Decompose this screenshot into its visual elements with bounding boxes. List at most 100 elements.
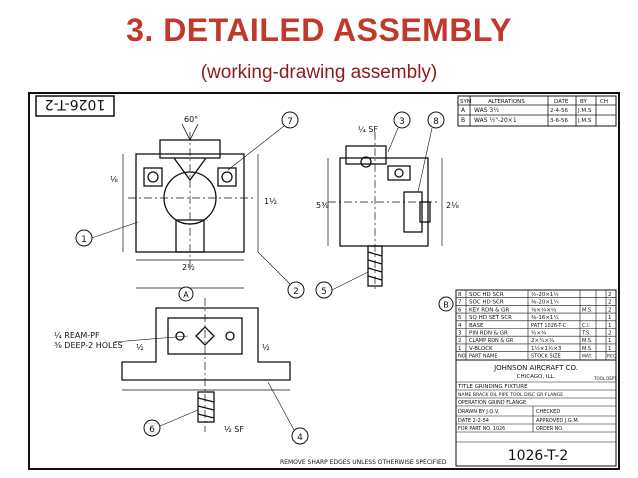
rev-header-ch: CH	[600, 99, 608, 105]
assembly-drawing: 1026-T-2 SYM ALTERATIONS DATE BY CH A WA…	[28, 92, 620, 470]
slide-title: 3. DETAILED ASSEMBLY	[126, 12, 512, 48]
balloon-b: B	[438, 296, 454, 312]
balloon-5: 5	[315, 271, 369, 299]
balloon-7: 7	[227, 111, 299, 171]
rev-row-b-date: 3-6-56	[550, 118, 568, 124]
dim-side-height: 5⅜	[316, 201, 329, 210]
front-view	[122, 123, 259, 289]
part-1-req: 1	[608, 346, 612, 352]
part-8-req: 2	[608, 292, 612, 298]
part-6-req: 2	[608, 307, 612, 313]
part-7-no: 7	[458, 300, 462, 306]
part-3-stock: ½×¾	[531, 330, 547, 337]
dim-side-sf: ¼ SF	[358, 125, 378, 134]
dim-side-right: 2⅛	[446, 201, 459, 210]
balloon-7-text: 7	[287, 117, 293, 127]
title-dept: TOOL DEPT.	[593, 376, 618, 381]
balloon-4: 4	[267, 381, 309, 445]
parts-header-name: PART NAME	[469, 354, 498, 360]
balloon-8-text: 8	[433, 117, 439, 127]
side-view	[327, 132, 443, 292]
part-4-name: BASE	[469, 323, 484, 329]
part-8-stock: ½-20×1½	[531, 291, 559, 298]
part-2-mat: M.S.	[582, 338, 593, 344]
part-7-req: 2	[608, 300, 612, 306]
title-operation: OPERATION GRIND FLANGE	[458, 400, 526, 406]
part-4-stock: PATT 1026-T-C	[531, 323, 567, 329]
rev-header-by: BY	[580, 99, 587, 105]
corner-number: 1026-T-2	[35, 95, 115, 117]
note-remove-sharp-edges: REMOVE SHARP EDGES UNLESS OTHERWISE SPEC…	[280, 459, 447, 466]
parts-header-stock: STOCK SIZE	[531, 354, 561, 360]
title-date: DATE 2-2-54	[458, 418, 489, 424]
part-5-stock: ⅜-16×1¼	[531, 315, 559, 321]
parts-list: 8 SOC HD SCR ½-20×1½ 2 7 SOC HD SCR ⅜-20…	[455, 289, 617, 361]
rev-row-a-by: J.M.S	[577, 108, 592, 114]
balloon-3-text: 3	[399, 117, 405, 127]
rev-row-b-by: J.M.S	[577, 118, 592, 124]
note-deep: ⅜ DEEP-2 HOLES	[54, 341, 123, 350]
part-5-req: 1	[608, 315, 612, 321]
title-drawing-no: 1026-T-2	[508, 448, 569, 464]
revisions-table: SYM ALTERATIONS DATE BY CH A WAS 3½ 2-4-…	[457, 95, 617, 127]
rev-header-alterations: ALTERATIONS	[488, 99, 525, 105]
part-1-no: 1	[458, 346, 462, 352]
part-4-req: 1	[608, 323, 612, 329]
part-2-stock: 2×¼×¾	[531, 338, 555, 344]
balloon-2: 2	[257, 251, 305, 299]
part-2-no: 2	[458, 338, 462, 344]
drawing-canvas: 1026-T-2 SYM ALTERATIONS DATE BY CH A WA…	[28, 92, 620, 470]
part-8-no: 8	[458, 292, 462, 298]
parts-header-no: NO.	[458, 354, 467, 360]
rev-row-b-text: WAS ½"-20×1	[474, 117, 517, 124]
part-4-mat: C.I.	[582, 323, 591, 329]
dim-top-right: ½	[262, 343, 270, 352]
balloon-1-text: 1	[81, 235, 87, 245]
part-8-name: SOC HD SCR	[469, 292, 504, 298]
rev-row-b-sym: B	[461, 117, 465, 124]
title-order-no: ORDER NO.	[536, 426, 563, 432]
dim-front-left: ⅛	[110, 175, 118, 184]
title-drawn-by: DRAWN BY J.Q.V.	[458, 409, 500, 415]
title-block: JOHNSON AIRCRAFT CO. CHICAGO, ILL. TOOL …	[455, 359, 618, 467]
part-4-no: 4	[458, 323, 462, 329]
balloon-5-text: 5	[321, 287, 327, 297]
dim-top-left: ½	[136, 343, 144, 352]
part-1-mat: M.S.	[582, 346, 593, 352]
title-company: JOHNSON AIRCRAFT CO.	[493, 364, 578, 372]
balloon-6-text: 6	[149, 425, 155, 435]
parts-header-req: REQ	[607, 354, 617, 360]
part-3-mat: T.S.	[581, 331, 591, 337]
part-3-no: 3	[458, 331, 462, 337]
title-name-line: NAME BRACK OIL PIPE TOOL DISC GR FLANGE	[458, 392, 563, 398]
part-6-mat: M.S.	[582, 307, 593, 313]
rev-row-a-sym: A	[461, 107, 466, 114]
title-city: CHICAGO, ILL.	[517, 374, 556, 380]
part-2-req: 1	[608, 338, 612, 344]
part-2-name: CLAMP RDN & GR	[469, 338, 514, 344]
balloon-8: 8	[417, 111, 445, 193]
part-6-stock: ⅛×¾×⅓	[531, 307, 557, 313]
title-part-no: FOR PART NO. 1026	[458, 426, 505, 432]
part-6-no: 6	[458, 307, 462, 313]
balloon-a: A	[178, 286, 194, 302]
balloon-4-text: 4	[297, 433, 303, 443]
title-approved: APPROVED J.G.M.	[536, 418, 580, 424]
balloon-a-text: A	[183, 291, 189, 300]
balloon-3: 3	[387, 111, 411, 153]
balloon-2-text: 2	[293, 287, 299, 297]
rev-row-a-date: 2-4-56	[550, 108, 568, 114]
part-1-stock: 1½×1½×3	[531, 345, 562, 352]
part-7-name: SOC HD SCR	[469, 300, 504, 306]
corner-number-text: 1026-T-2	[45, 96, 106, 112]
rev-row-a-text: WAS 3½	[474, 107, 499, 114]
part-7-stock: ⅜-20×1¼	[531, 300, 559, 306]
note-ream: ¼ REAM-PF	[54, 331, 100, 340]
top-view	[121, 298, 291, 432]
part-3-name: PIN RDN & GR	[469, 331, 508, 337]
dim-top-sf: ½ SF	[224, 425, 244, 434]
leader-ream	[113, 335, 189, 343]
rev-header-date: DATE	[554, 99, 569, 105]
dim-front-height: 1½	[264, 197, 277, 206]
title-line: TITLE GRINDING FIXTURE	[457, 384, 528, 390]
